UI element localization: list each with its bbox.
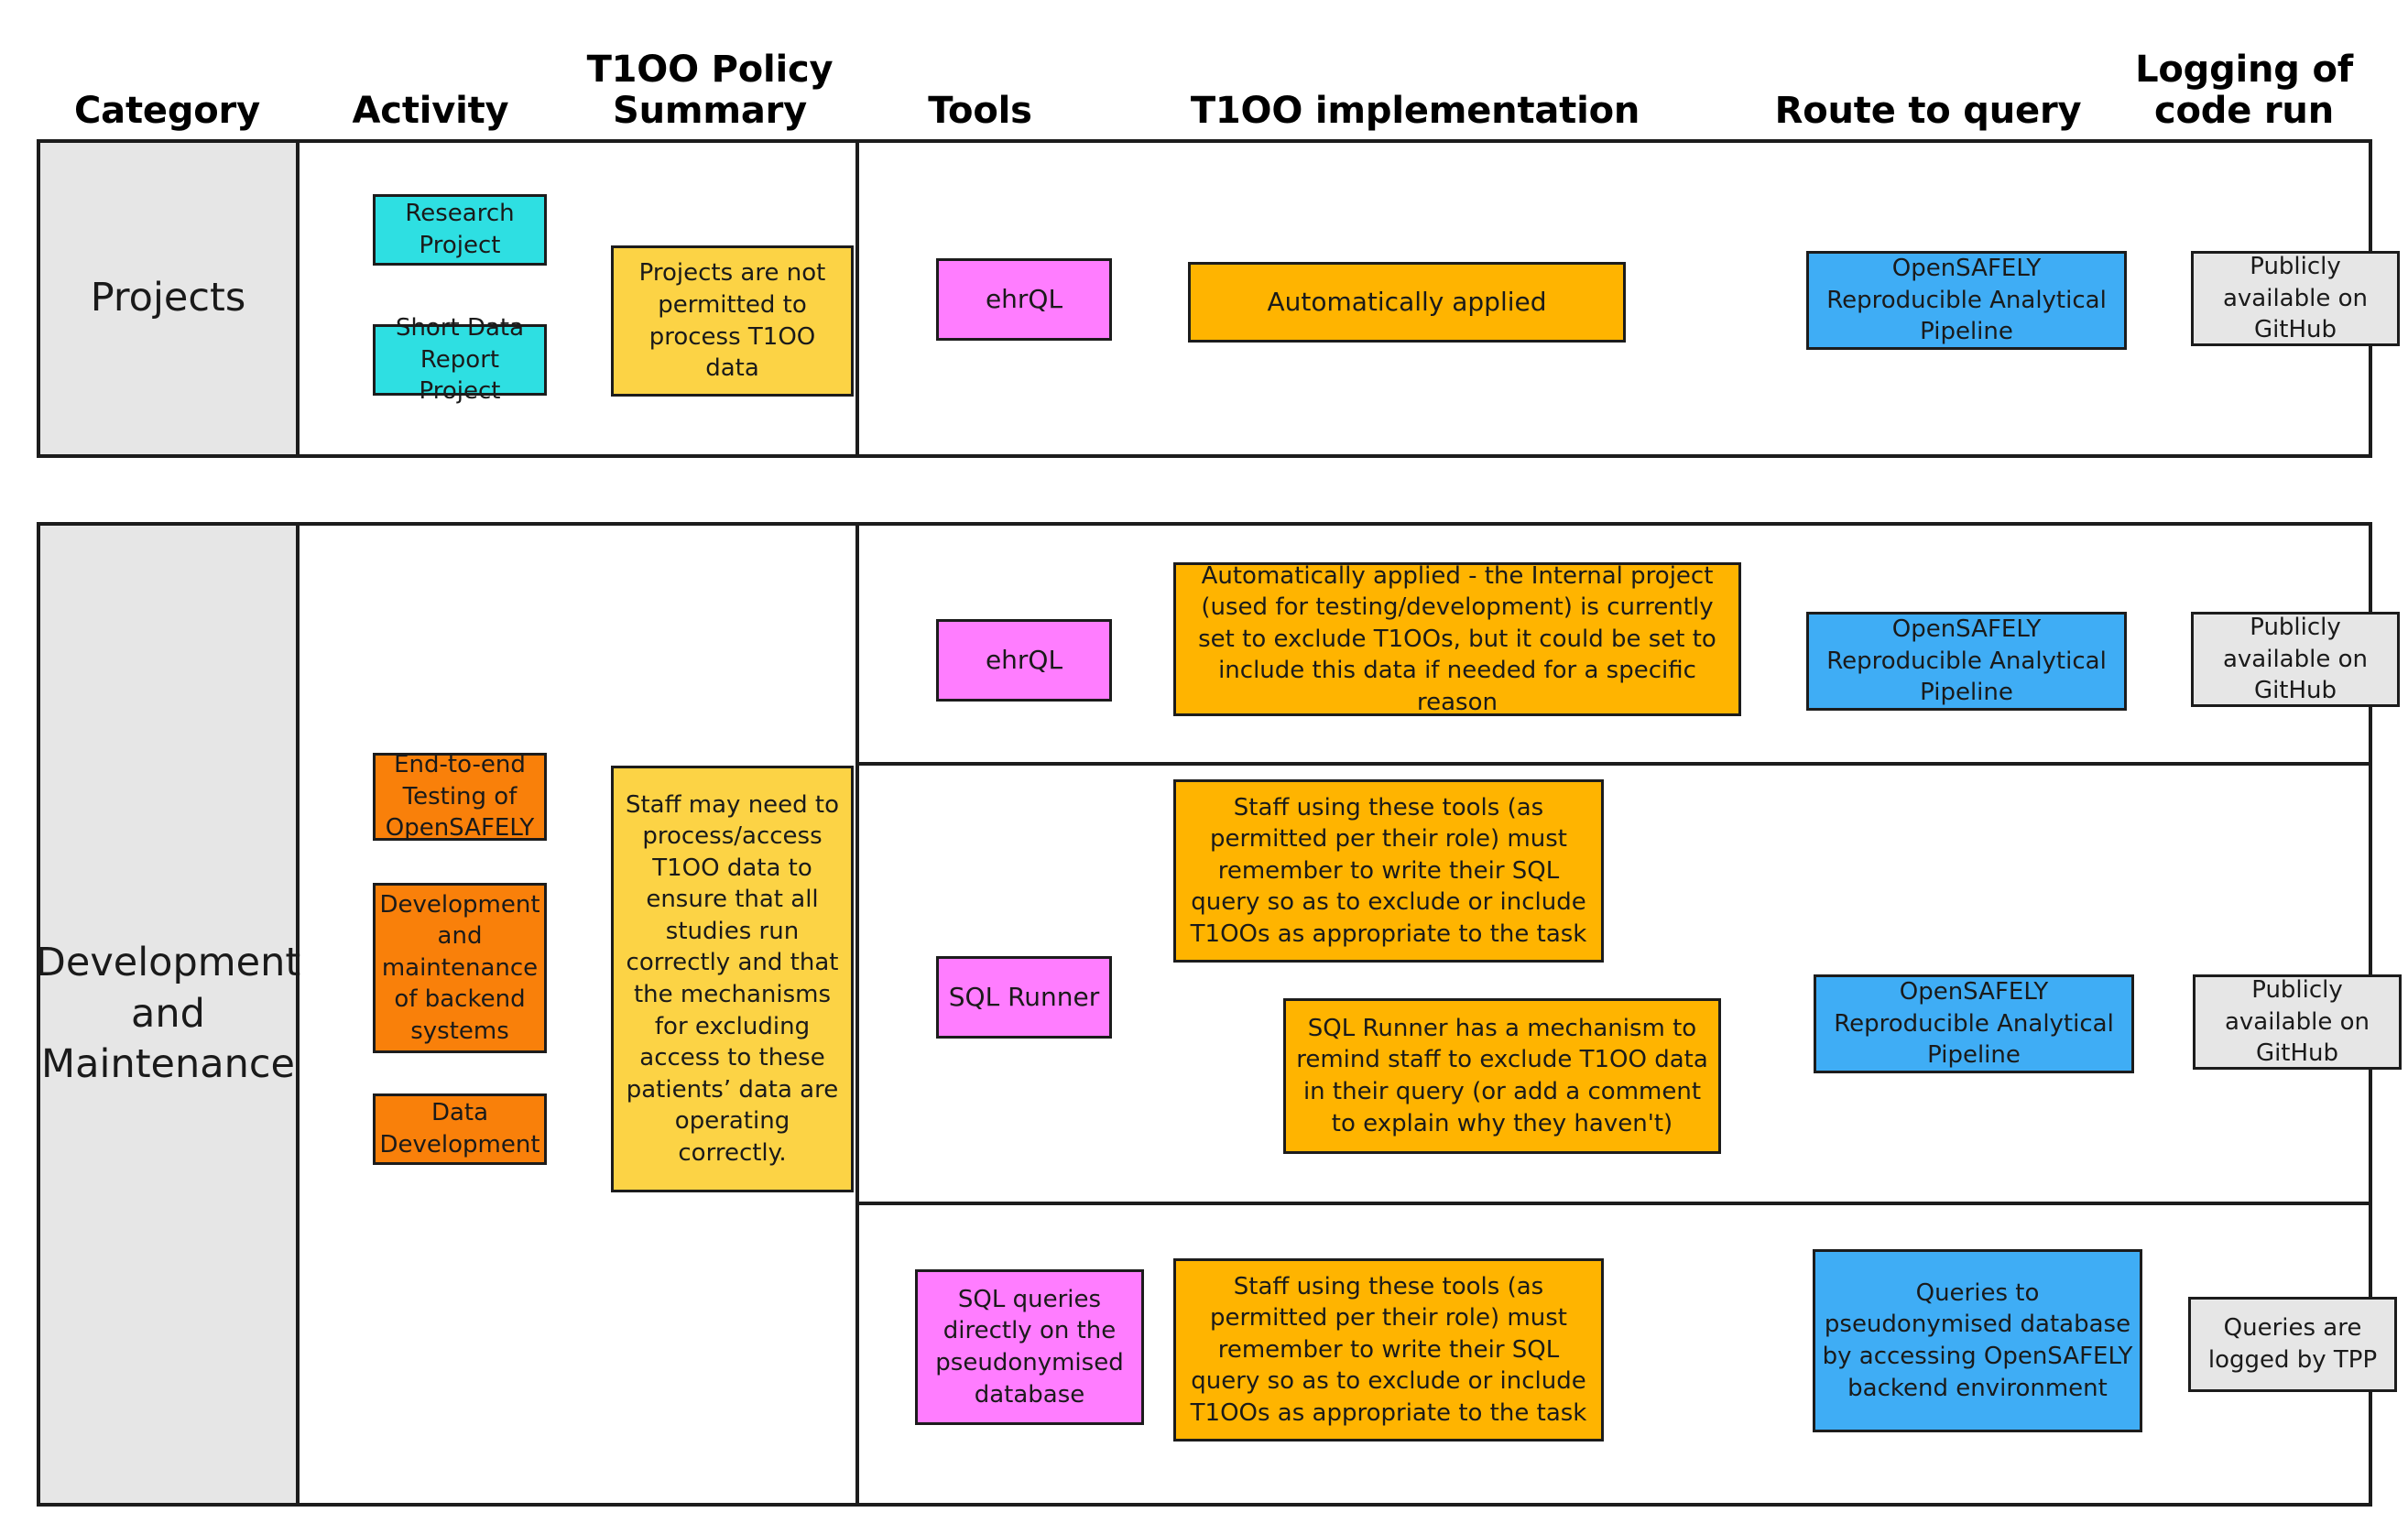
route-box-rap: OpenSAFELY Reproducible Analytical Pipel… bbox=[1806, 612, 2127, 711]
logging-box-github: Publicly available on GitHub bbox=[2191, 251, 2400, 346]
activity-box-research-project: Research Project bbox=[373, 194, 547, 266]
column-header-implementation: T1OO implementation bbox=[1190, 90, 1640, 133]
category-cell-development-and-maintenance: Development and Maintenance bbox=[36, 526, 300, 1503]
column-header-activity: Activity bbox=[352, 90, 509, 133]
column-header-tools: Tools bbox=[928, 90, 1032, 133]
implementation-box-sql-runner-reminder: SQL Runner has a mechanism to remind sta… bbox=[1283, 998, 1721, 1154]
activity-box-short-data-report-project: Short Data Report Project bbox=[373, 314, 547, 405]
implementation-box-automatically-applied: Automatically applied bbox=[1188, 262, 1626, 343]
policy-summary-box-development: Staff may need to process/access T1OO da… bbox=[611, 766, 854, 1192]
column-divider-policy-tools bbox=[855, 143, 859, 454]
subrow-divider-2 bbox=[855, 1202, 2372, 1205]
category-label: Development and Maintenance bbox=[35, 939, 301, 1088]
tool-box-direct-sql-queries: SQL queries directly on the pseudonymise… bbox=[915, 1269, 1144, 1425]
route-box-rap: OpenSAFELY Reproducible Analytical Pipel… bbox=[1806, 251, 2127, 350]
tool-box-sql-runner: SQL Runner bbox=[936, 956, 1112, 1039]
activity-box-end-to-end-testing: End-to-end Testing of OpenSAFELY bbox=[373, 751, 547, 842]
category-label: Projects bbox=[90, 275, 246, 321]
row-development-and-maintenance: Development and Maintenance End-to-end T… bbox=[36, 522, 2402, 1507]
column-header-route: Route to query bbox=[1774, 90, 2082, 133]
column-divider-policy-tools bbox=[855, 526, 859, 1503]
row-projects: Projects Research Project Short Data Rep… bbox=[37, 139, 2400, 458]
implementation-box-ehrql-internal-project: Automatically applied - the Internal pro… bbox=[1173, 562, 1741, 716]
route-box-rap: OpenSAFELY Reproducible Analytical Pipel… bbox=[1814, 974, 2134, 1073]
activity-box-data-development: Data Development bbox=[373, 1093, 547, 1165]
subrow-divider-1 bbox=[855, 762, 2372, 766]
column-header-category: Category bbox=[74, 90, 260, 133]
logging-box-github: Publicly available on GitHub bbox=[2193, 974, 2402, 1070]
activity-box-development-and-maintenance-backend: Development and maintenance of backend s… bbox=[373, 883, 547, 1053]
implementation-box-sql-query-exclude-include: Staff using these tools (as permitted pe… bbox=[1173, 1258, 1604, 1442]
logging-box-tpp: Queries are logged by TPP bbox=[2188, 1297, 2397, 1392]
implementation-box-sql-query-exclude-include: Staff using these tools (as permitted pe… bbox=[1173, 779, 1604, 963]
tool-box-ehrql: ehrQL bbox=[936, 258, 1112, 341]
policy-summary-box-projects: Projects are not permitted to process T1… bbox=[611, 245, 854, 397]
category-cell-projects: Projects bbox=[40, 143, 300, 454]
logging-box-github: Publicly available on GitHub bbox=[2191, 612, 2400, 707]
route-box-pseudonymised-backend: Queries to pseudonymised database by acc… bbox=[1813, 1249, 2142, 1432]
tool-box-ehrql: ehrQL bbox=[936, 619, 1112, 702]
